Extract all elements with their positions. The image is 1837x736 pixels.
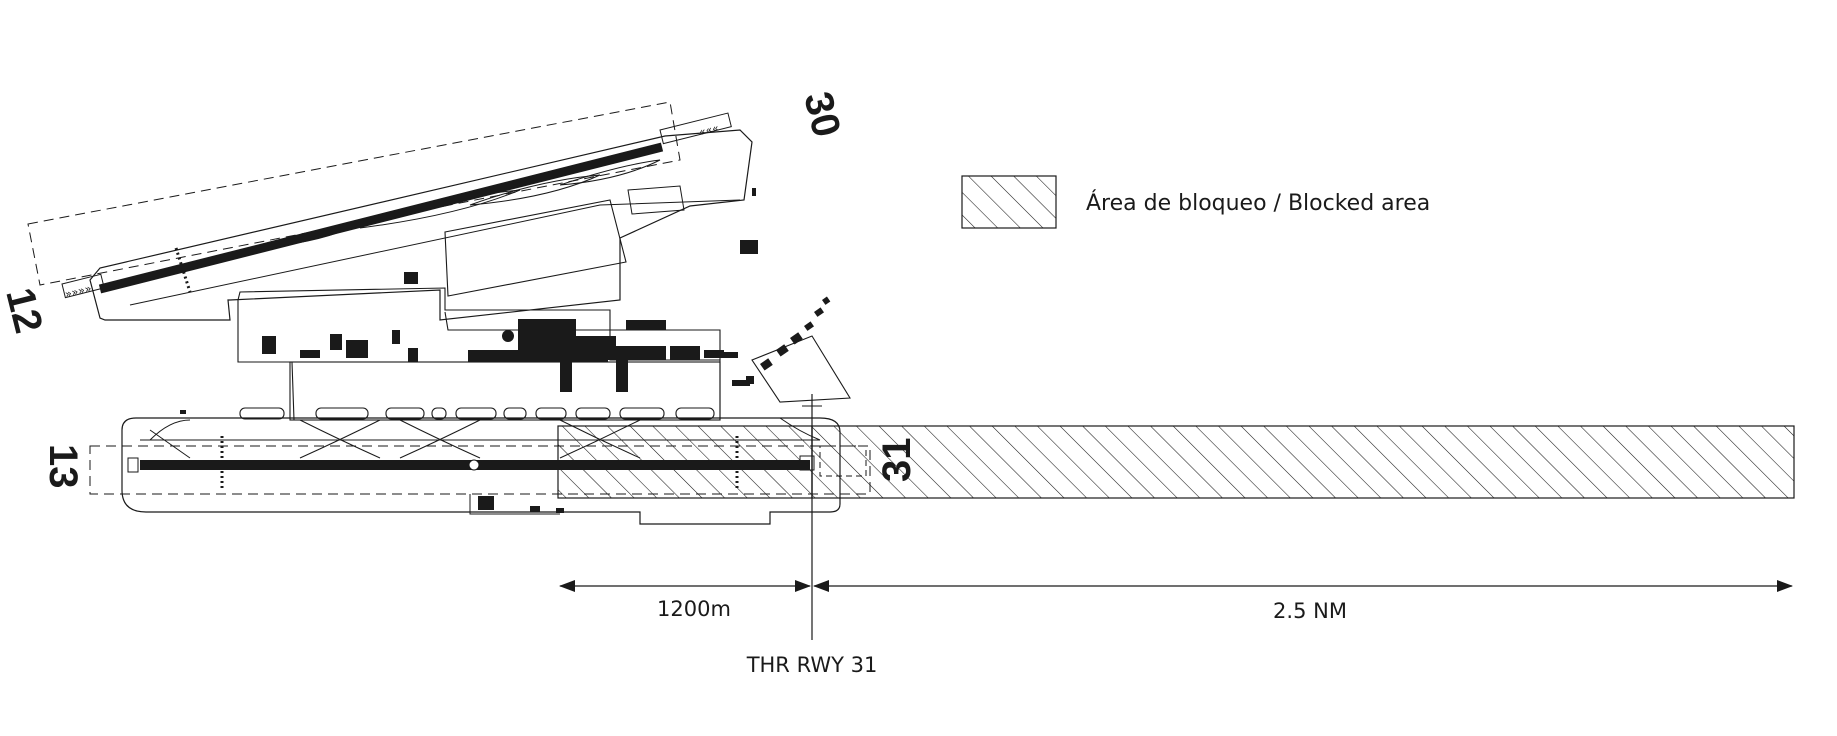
svg-text:»»»»: »»»» bbox=[64, 282, 93, 301]
runway-number-13: 13 bbox=[41, 444, 85, 489]
runway-12-30: »»»» ««« 12 30 bbox=[0, 88, 849, 338]
dimension-1200m: 1200m bbox=[559, 580, 811, 621]
runway-strip-12-30 bbox=[27, 101, 681, 286]
distance-2-5nm-label: 2.5 NM bbox=[1273, 599, 1347, 623]
threshold-rwy-31-label: THR RWY 31 bbox=[746, 653, 878, 677]
legend-label: Área de bloqueo / Blocked area bbox=[1086, 190, 1430, 216]
blocked-area bbox=[557, 425, 1795, 499]
buildings bbox=[180, 188, 758, 513]
blocked-area-outer bbox=[811, 425, 1795, 499]
runway-number-30: 30 bbox=[795, 88, 848, 142]
stand-cluster bbox=[746, 296, 851, 403]
runway-pavement-12-30 bbox=[98, 142, 664, 294]
blocked-area-inner bbox=[557, 425, 813, 499]
dimension-2-5nm: 2.5 NM bbox=[813, 580, 1793, 623]
distance-1200m-label: 1200m bbox=[657, 597, 731, 621]
legend: Área de bloqueo / Blocked area bbox=[961, 175, 1430, 229]
taxiway-outline-13-31 bbox=[121, 417, 841, 525]
legend-swatch-blocked-area bbox=[961, 175, 1057, 229]
svg-text:«««: ««« bbox=[698, 121, 721, 139]
runway-number-12: 12 bbox=[0, 284, 51, 338]
